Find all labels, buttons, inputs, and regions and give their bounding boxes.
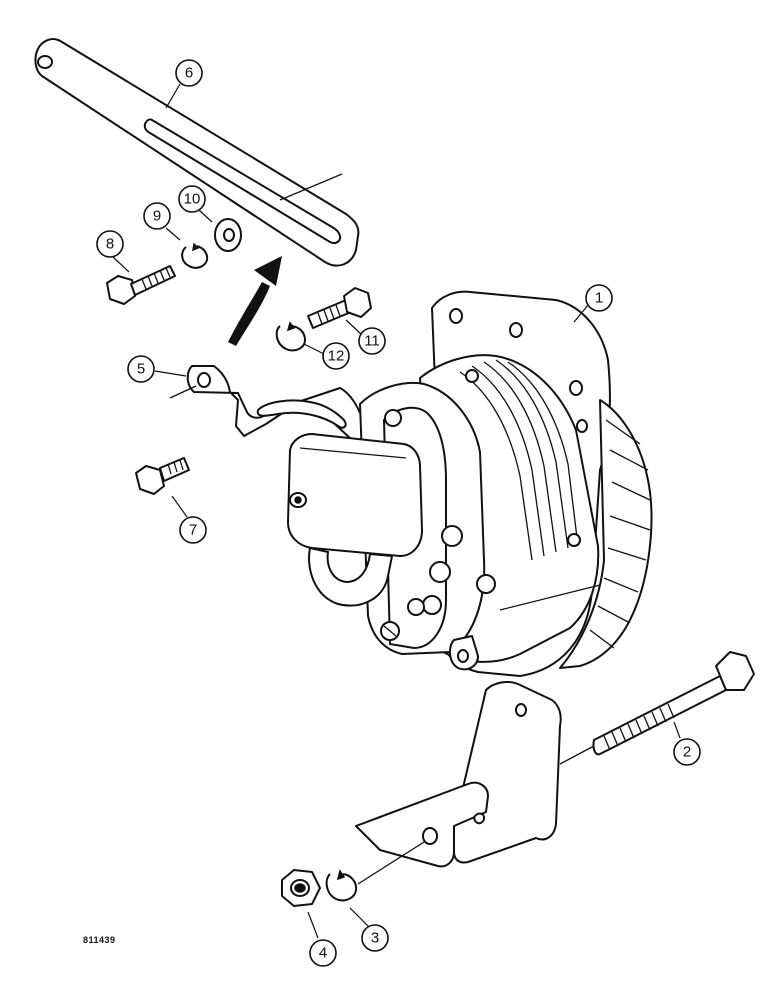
callout-8: 8	[96, 230, 124, 258]
curved-arrow	[228, 256, 282, 346]
lock-washer-part-9	[181, 242, 209, 269]
bolt-part-11	[307, 287, 372, 329]
callout-1: 1	[585, 284, 613, 312]
callout-label-8: 8	[106, 236, 114, 253]
leader-lines	[112, 83, 681, 939]
lock-washer-part-12	[275, 321, 306, 352]
callout-7: 7	[179, 516, 207, 544]
alternator-part	[287, 290, 653, 677]
callout-5: 5	[127, 355, 155, 383]
callout-9: 9	[143, 202, 171, 230]
callout-4: 4	[309, 939, 337, 967]
callout-11: 11	[358, 327, 386, 355]
adjusting-link-part	[34, 38, 360, 267]
callout-label-6: 6	[185, 65, 193, 82]
callout-6: 6	[175, 59, 203, 87]
callout-2: 2	[673, 738, 701, 766]
callout-label-3: 3	[371, 930, 379, 947]
pivot-bolt-part	[559, 651, 755, 765]
callout-label-5: 5	[137, 361, 145, 378]
washer-part-10	[214, 218, 242, 252]
callout-label-7: 7	[189, 522, 197, 539]
callout-label-2: 2	[683, 744, 691, 761]
adjusting-strap-part	[169, 365, 368, 442]
mounting-bracket-part	[355, 681, 562, 885]
callout-label-12: 12	[328, 348, 345, 365]
figure-reference-code: 811439	[83, 935, 116, 945]
callout-10: 10	[178, 185, 206, 213]
callout-label-10: 10	[184, 191, 201, 208]
callout-label-9: 9	[153, 208, 161, 225]
nut-part	[281, 869, 321, 907]
bolt-part-7	[135, 457, 190, 495]
callout-label-1: 1	[595, 290, 603, 307]
callout-label-4: 4	[319, 945, 327, 962]
lock-washer-part-3	[325, 869, 358, 902]
bolt-part-8	[106, 265, 176, 305]
callout-label-11: 11	[364, 333, 380, 350]
callout-12: 12	[322, 342, 350, 370]
callout-3: 3	[361, 924, 389, 952]
